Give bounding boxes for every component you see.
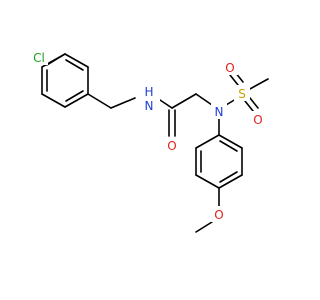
sulfonamide-nitrogen-label: N (215, 105, 224, 119)
bond (218, 134, 243, 149)
bond (247, 78, 269, 91)
bond (195, 221, 213, 233)
atom-layer: Cl N H O N S O O O (30, 49, 266, 222)
sulfonyl-oxygen-label: O (253, 113, 262, 127)
sulfonyl-oxygen-label: O (225, 61, 234, 75)
bond-layer (41, 53, 269, 233)
bond (195, 93, 213, 106)
atom-background (234, 85, 250, 101)
carbonyl-oxygen-label: O (167, 139, 176, 153)
bond (249, 97, 259, 109)
atom-background (222, 59, 238, 75)
amide-nitrogen-label: N (145, 99, 154, 113)
amide-hydrogen-label: H (144, 85, 153, 99)
atom-background (211, 206, 227, 222)
sulfur-atom-label: S (238, 87, 246, 101)
atom-background (250, 111, 266, 127)
bond (64, 93, 89, 108)
atom-background (30, 49, 48, 65)
bond (64, 53, 89, 68)
atom-background (138, 86, 160, 114)
bond (87, 93, 112, 109)
bond (244, 100, 254, 112)
chlorine-atom-label: Cl (33, 51, 45, 65)
bond (65, 90, 84, 102)
bond (110, 97, 136, 109)
bond (219, 140, 238, 152)
bond (171, 93, 197, 109)
methoxy-oxygen-label: O (214, 208, 223, 222)
bond (229, 74, 239, 86)
bond (195, 174, 220, 189)
atom-background (164, 137, 180, 153)
bond (219, 171, 238, 183)
bond (65, 59, 84, 71)
molecule-structure: Cl N H O N S O O O (30, 49, 269, 233)
bond (218, 174, 243, 189)
atom-background (211, 103, 227, 119)
bond (195, 134, 220, 149)
bond (41, 93, 66, 108)
